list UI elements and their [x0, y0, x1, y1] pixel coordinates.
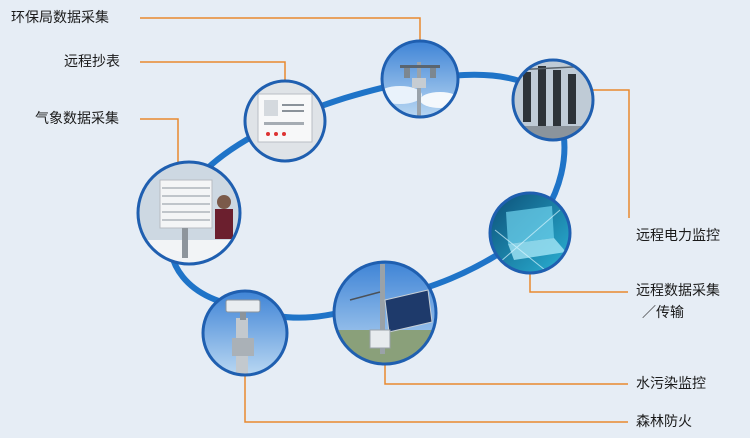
connector-lines: [140, 17, 630, 423]
node-meter-photo: [243, 79, 327, 163]
label-remote-power-monitoring: 远程电力监控: [636, 228, 720, 244]
label-water-pollution-monitoring: 水污染监控: [636, 376, 706, 392]
connector-meter: [140, 61, 286, 82]
connector-forest: [244, 375, 628, 423]
connector-transfer: [529, 271, 628, 293]
connector-env: [140, 17, 421, 42]
label-remote-data-transfer-line2: ／传输: [642, 305, 684, 321]
connector-weather: [140, 118, 179, 164]
node-env-photo: [380, 39, 460, 119]
node-water-photo: [332, 260, 438, 366]
node-transfer-photo: [488, 191, 572, 275]
connector-power: [593, 89, 630, 218]
label-env-data-collection: 环保局数据采集: [11, 10, 109, 26]
label-forest-fire-prevention: 森林防火: [636, 414, 692, 430]
label-remote-data-transfer: 远程数据采集 ／传输: [636, 280, 746, 324]
connector-water: [384, 364, 628, 385]
label-remote-data-transfer-line1: 远程数据采集: [636, 283, 720, 299]
node-weather-photo: [136, 160, 242, 266]
node-forest-photo: [201, 289, 289, 377]
node-power-photo: [511, 58, 595, 142]
label-weather-data-collection: 气象数据采集: [35, 111, 119, 127]
label-remote-meter-reading: 远程抄表: [64, 54, 120, 70]
